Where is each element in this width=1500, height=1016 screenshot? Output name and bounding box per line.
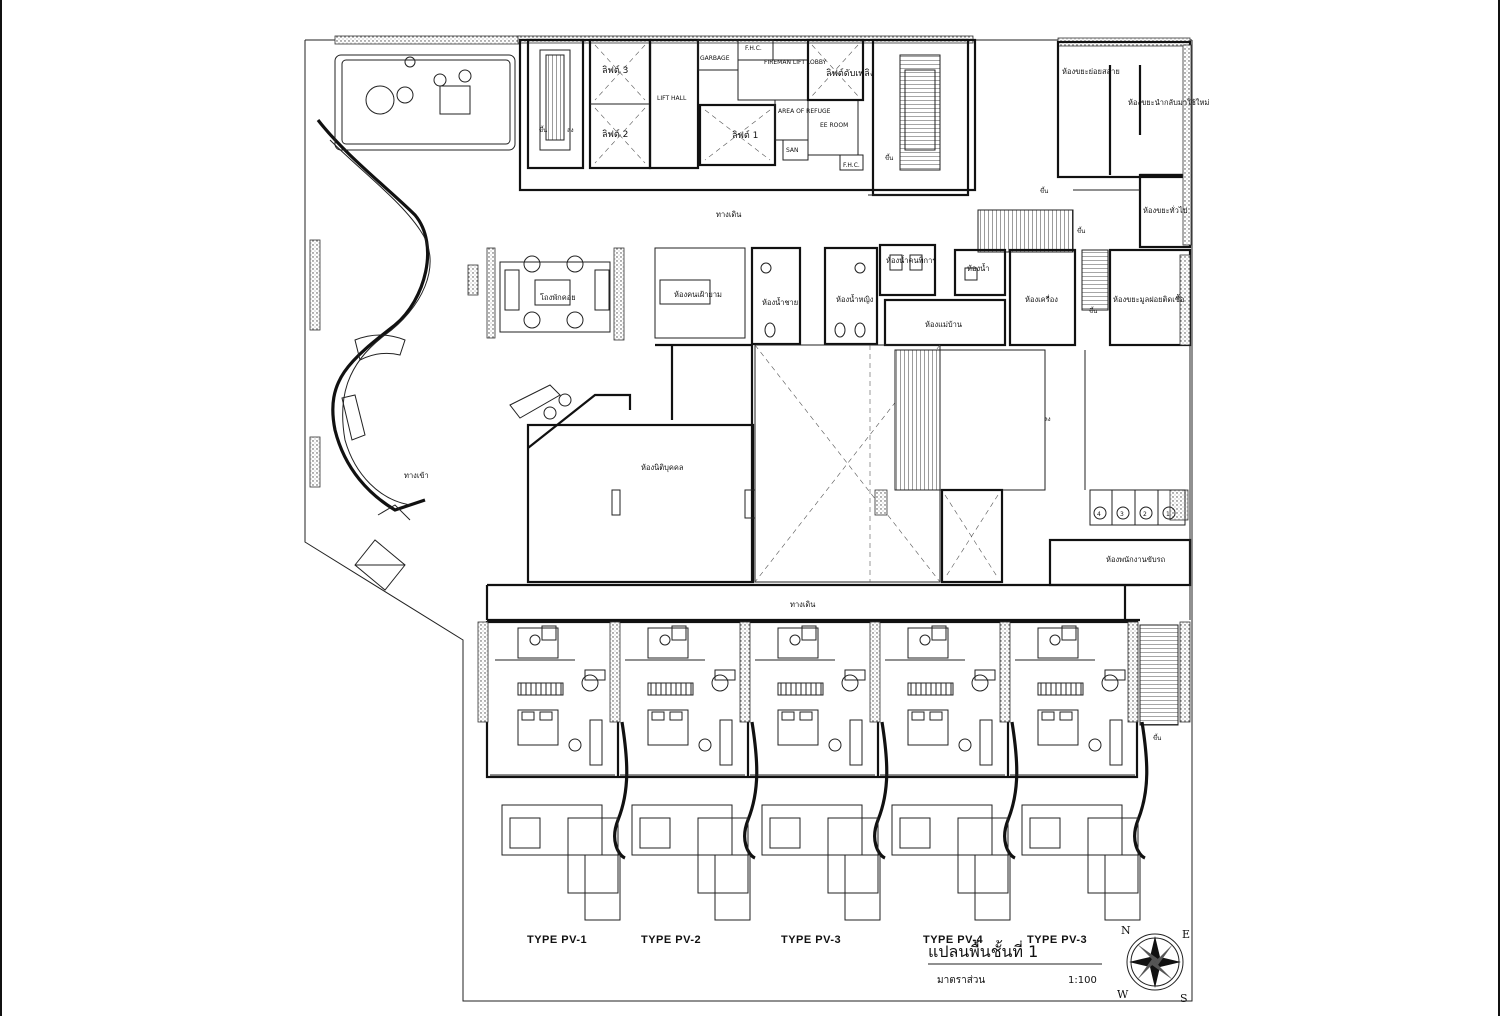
label-lift-hall: LIFT HALL bbox=[657, 95, 687, 102]
label-garbage-wet: ห้องขยะย่อยสลาย bbox=[1062, 67, 1120, 76]
label-up-3: ขึ้น bbox=[1040, 185, 1048, 195]
label-up-5: ขึ้น bbox=[1089, 305, 1097, 315]
unit-type-labels: TYPE PV-1 TYPE PV-2 TYPE PV-3 TYPE PV-4 … bbox=[527, 934, 1087, 946]
scale-label: มาตราส่วน bbox=[937, 975, 985, 986]
pools bbox=[501, 804, 1141, 921]
label-juristic: ห้องนิติบุคคล bbox=[641, 463, 684, 472]
label-garbage-general: ห้องขยะทั่วไป bbox=[1143, 205, 1188, 215]
scale-value: 1:100 bbox=[1068, 975, 1097, 986]
label-walkway-mid: ทางเดิน bbox=[790, 600, 815, 609]
lobby-area bbox=[309, 54, 746, 591]
label-wc-small: ห้องน้ำ bbox=[967, 263, 989, 273]
villa-unit-4 bbox=[880, 625, 1019, 860]
label-lift2: ลิฟต์ 2 bbox=[602, 128, 628, 140]
label-up-2: ขึ้น bbox=[885, 152, 893, 162]
label-walkway-top: ทางเดิน bbox=[716, 210, 741, 219]
unit-type-label-3: TYPE PV-3 bbox=[781, 934, 841, 946]
compass-n: N bbox=[1121, 924, 1131, 937]
compass-rose: N E S W bbox=[1117, 924, 1190, 1005]
label-down-1: ลง bbox=[567, 127, 574, 134]
label-fireman-lobby: FIREMAN LIFT LOBBY bbox=[764, 59, 827, 66]
label-lift3: ลิฟต์ 3 bbox=[602, 64, 628, 76]
label-ee-room: EE ROOM bbox=[820, 122, 848, 129]
label-san: SAN bbox=[786, 147, 799, 154]
label-garbage: GARBAGE bbox=[700, 55, 730, 62]
label-machine: ห้องเครื่อง bbox=[1025, 294, 1058, 304]
label-staff: ห้องพนักงานขับรถ bbox=[1106, 555, 1165, 564]
drawing-title: แปลนพื้นชั้นที่ 1 bbox=[928, 940, 1038, 961]
label-wc-male: ห้องน้ำชาย bbox=[762, 297, 798, 307]
title-block: แปลนพื้นชั้นที่ 1 มาตราส่วน 1:100 bbox=[928, 940, 1102, 986]
label-fhc: F.H.C. bbox=[745, 45, 762, 52]
corridor bbox=[485, 583, 1140, 622]
villa-units bbox=[477, 620, 1191, 779]
villa-pool-2 bbox=[631, 804, 751, 921]
label-fireman-lift: ลิฟต์ดับเพลิง bbox=[826, 67, 874, 79]
service-core bbox=[334, 35, 977, 197]
label-fhc-2: F.H.C. bbox=[843, 162, 860, 169]
label-garbage-recycle: ห้องขยะนำกลับมาใช้ใหม่ bbox=[1128, 98, 1209, 107]
label-lift1: ลิฟต์ 1 bbox=[732, 129, 758, 141]
label-down-2: ลง bbox=[1044, 416, 1051, 423]
villa-pool-1 bbox=[501, 804, 621, 921]
unit-interiors bbox=[490, 625, 1149, 860]
label-garbage-hazard: ห้องขยะมูลฝอยติดเชื้อ bbox=[1113, 294, 1184, 304]
unit-type-label-5: TYPE PV-3 bbox=[1027, 934, 1087, 946]
label-lobby: โถงพักคอย bbox=[540, 293, 576, 302]
label-up-1: ขึ้น bbox=[539, 124, 547, 134]
villa-unit-3 bbox=[750, 625, 889, 860]
room-labels: ลิฟต์ 3 ลิฟต์ 2 ลิฟต์ 1 ลิฟต์ดับเพลิง LI… bbox=[404, 45, 1209, 742]
parking-numbers: 4 3 2 1 bbox=[1097, 511, 1170, 518]
villa-pool-3 bbox=[761, 804, 881, 921]
label-guard: ห้องคนเฝ้ายาม bbox=[674, 290, 722, 299]
parking-number-4: 4 bbox=[1097, 511, 1101, 518]
villa-pool-4 bbox=[891, 804, 1011, 921]
toilets bbox=[750, 243, 1192, 347]
unit-type-label-1: TYPE PV-1 bbox=[527, 934, 587, 946]
label-up-4: ขึ้น bbox=[1077, 225, 1085, 235]
compass-w: W bbox=[1117, 988, 1129, 1001]
unit-type-label-4: TYPE PV-4 bbox=[923, 934, 984, 946]
villa-unit-5 bbox=[1010, 625, 1149, 860]
parking-number-1: 1 bbox=[1166, 511, 1170, 518]
middle-block bbox=[526, 343, 1192, 620]
villa-pool-5 bbox=[1021, 804, 1141, 921]
label-entrance: ทางเข้า bbox=[404, 471, 429, 480]
unit-type-label-2: TYPE PV-2 bbox=[641, 934, 701, 946]
garbage-block bbox=[977, 37, 1192, 253]
parking-number-3: 3 bbox=[1120, 511, 1124, 518]
label-wc-female: ห้องน้ำหญิง bbox=[836, 294, 874, 304]
parking-number-2: 2 bbox=[1143, 511, 1147, 518]
villa-unit-2 bbox=[620, 625, 759, 860]
compass-e: E bbox=[1182, 928, 1190, 941]
label-wc-disabled: ห้องน้ำคนพิการ bbox=[886, 255, 936, 265]
compass-s: S bbox=[1180, 992, 1188, 1005]
villa-unit-1 bbox=[490, 625, 629, 860]
label-housekeeping: ห้องแม่บ้าน bbox=[925, 320, 962, 329]
label-area-refuge: AREA OF REFUGE bbox=[778, 108, 831, 115]
site-boundary bbox=[304, 40, 1193, 1002]
label-up-6: ขึ้น bbox=[1153, 732, 1161, 742]
